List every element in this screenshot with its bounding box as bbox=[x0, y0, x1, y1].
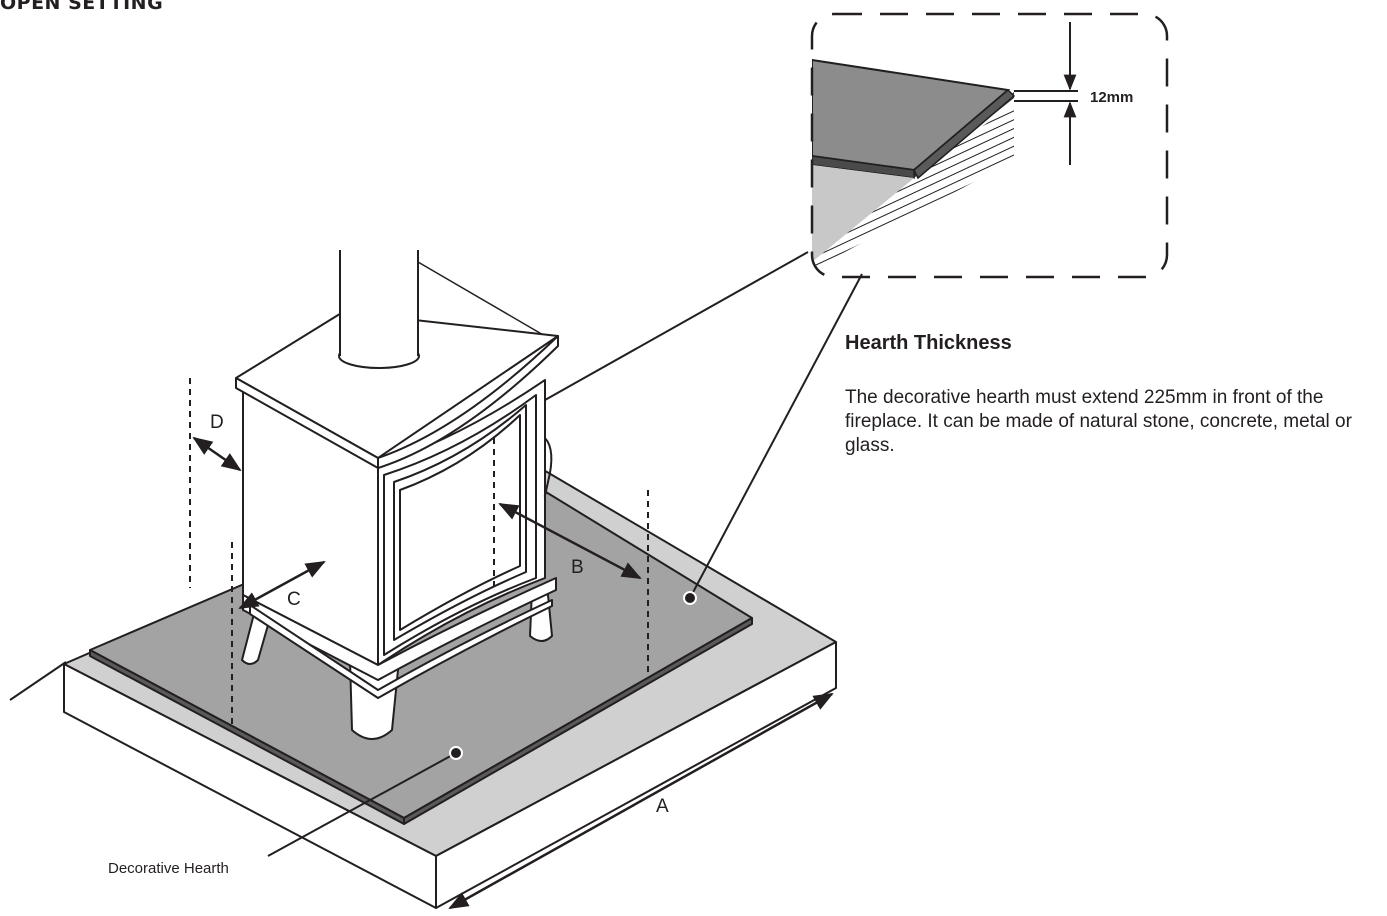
decorative-hearth-callout bbox=[267, 746, 463, 857]
wall-line bbox=[9, 661, 67, 701]
stove bbox=[235, 250, 559, 740]
dimension-b-arrow bbox=[498, 502, 642, 580]
dimension-c-arrow bbox=[238, 560, 326, 610]
hearth-thickness-heading: Hearth Thickness bbox=[845, 332, 1012, 354]
decorative-hearth-label: Decorative Hearth bbox=[108, 860, 229, 877]
hearth-thickness-text: The decorative hearth must extend 225mm … bbox=[845, 387, 1352, 456]
page-title: OPEN SETTING bbox=[0, 0, 164, 14]
detail-leader-lines bbox=[544, 251, 863, 605]
clearance-lines bbox=[189, 378, 649, 724]
dimension-d-label: D bbox=[210, 412, 224, 433]
dimension-c-label: C bbox=[287, 589, 301, 610]
dimension-a-arrow bbox=[448, 692, 834, 910]
dimension-d-arrow bbox=[192, 436, 242, 472]
dimension-arrows bbox=[192, 436, 834, 910]
thickness-label: 12mm bbox=[1090, 89, 1133, 106]
dimension-a-label: A bbox=[656, 796, 669, 817]
dimension-b-label: B bbox=[571, 557, 584, 578]
hearth-thickness-detail: 12mm bbox=[810, 12, 1169, 279]
